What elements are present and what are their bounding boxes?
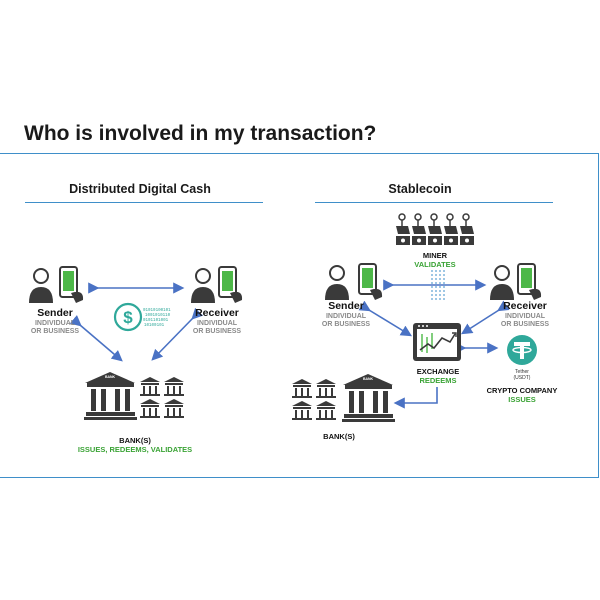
receiver-with-phone-icon: [490, 263, 542, 300]
left-bank-label: BANK(S): [119, 436, 151, 445]
exchange-chart-icon: [413, 323, 461, 361]
right-sender-sub2: OR BUSINESS: [321, 321, 371, 328]
crypto-company-label: CRYPTO COMPANY: [486, 386, 558, 395]
right-sender-sub1: INDIVIDUAL: [325, 313, 367, 320]
exchange-role: REDEEMS: [419, 376, 457, 385]
tether-ticker: (USDT): [513, 375, 531, 381]
left-sender-sub2: OR BUSINESS: [30, 328, 80, 335]
left-receiver-sub1: INDIVIDUAL: [196, 320, 238, 327]
right-heading: Stablecoin: [388, 182, 452, 196]
left-receiver-sub2: OR BUSINESS: [192, 328, 242, 335]
tether-name: Tether: [515, 369, 529, 375]
right-receiver-sub2: OR BUSINESS: [500, 321, 550, 328]
right-bank-label: BANK(S): [323, 432, 355, 441]
sender-with-phone-icon: [325, 263, 383, 300]
bank-building-icon: [342, 374, 395, 422]
receiver-with-phone-icon: [191, 266, 243, 303]
svg-text:01010100101: 01010100101: [143, 309, 171, 313]
right-receiver-label: Receiver: [503, 300, 547, 312]
right-heading-rule: [315, 202, 553, 203]
crypto-company-role: ISSUES: [508, 395, 536, 404]
small-banks-icon: [140, 377, 184, 418]
miner-role: VALIDATES: [414, 260, 456, 269]
left-heading: Distributed Digital Cash: [69, 182, 211, 196]
arrow-exchange-bank-right: [393, 387, 438, 409]
page-title: Who is involved in my transaction?: [24, 122, 377, 145]
right-sender-label: Sender: [328, 300, 364, 312]
left-bank-roles: ISSUES, REDEEMS, VALIDATES: [77, 445, 193, 454]
left-bank-sign: BANK: [104, 375, 116, 379]
svg-text:0101101001: 0101101001: [143, 319, 169, 323]
arrow-receiver-exchange: [460, 300, 510, 335]
bank-building-icon: [84, 372, 137, 420]
svg-text:10100101: 10100101: [144, 324, 165, 328]
miner-label: MINER: [422, 251, 448, 260]
svg-text:1001010110: 1001010110: [145, 314, 171, 318]
left-sender-sub1: INDIVIDUAL: [34, 320, 76, 327]
left-heading-rule: [25, 202, 263, 203]
arrow-sender-bank-left: [69, 315, 123, 362]
arrow-sender-exchange: [358, 300, 413, 337]
svg-text:$: $: [123, 308, 133, 327]
small-banks-icon: [292, 379, 336, 420]
miner-computers-icon: [396, 213, 474, 245]
tether-logo-icon: [507, 335, 537, 365]
left-receiver-label: Receiver: [195, 307, 239, 319]
digital-dollar-icon: $ 01010100101 1001010110 0101101001 1010…: [113, 302, 171, 332]
diagram-panel: [0, 153, 599, 478]
right-bank-sign: BANK: [362, 377, 374, 381]
exchange-label: EXCHANGE: [416, 367, 460, 376]
left-sender-label: Sender: [37, 307, 73, 319]
sender-with-phone-icon: [29, 266, 84, 303]
miner-validation-lines: [431, 270, 445, 300]
arrow-receiver-bank-left: [151, 307, 204, 361]
right-receiver-sub1: INDIVIDUAL: [504, 313, 546, 320]
